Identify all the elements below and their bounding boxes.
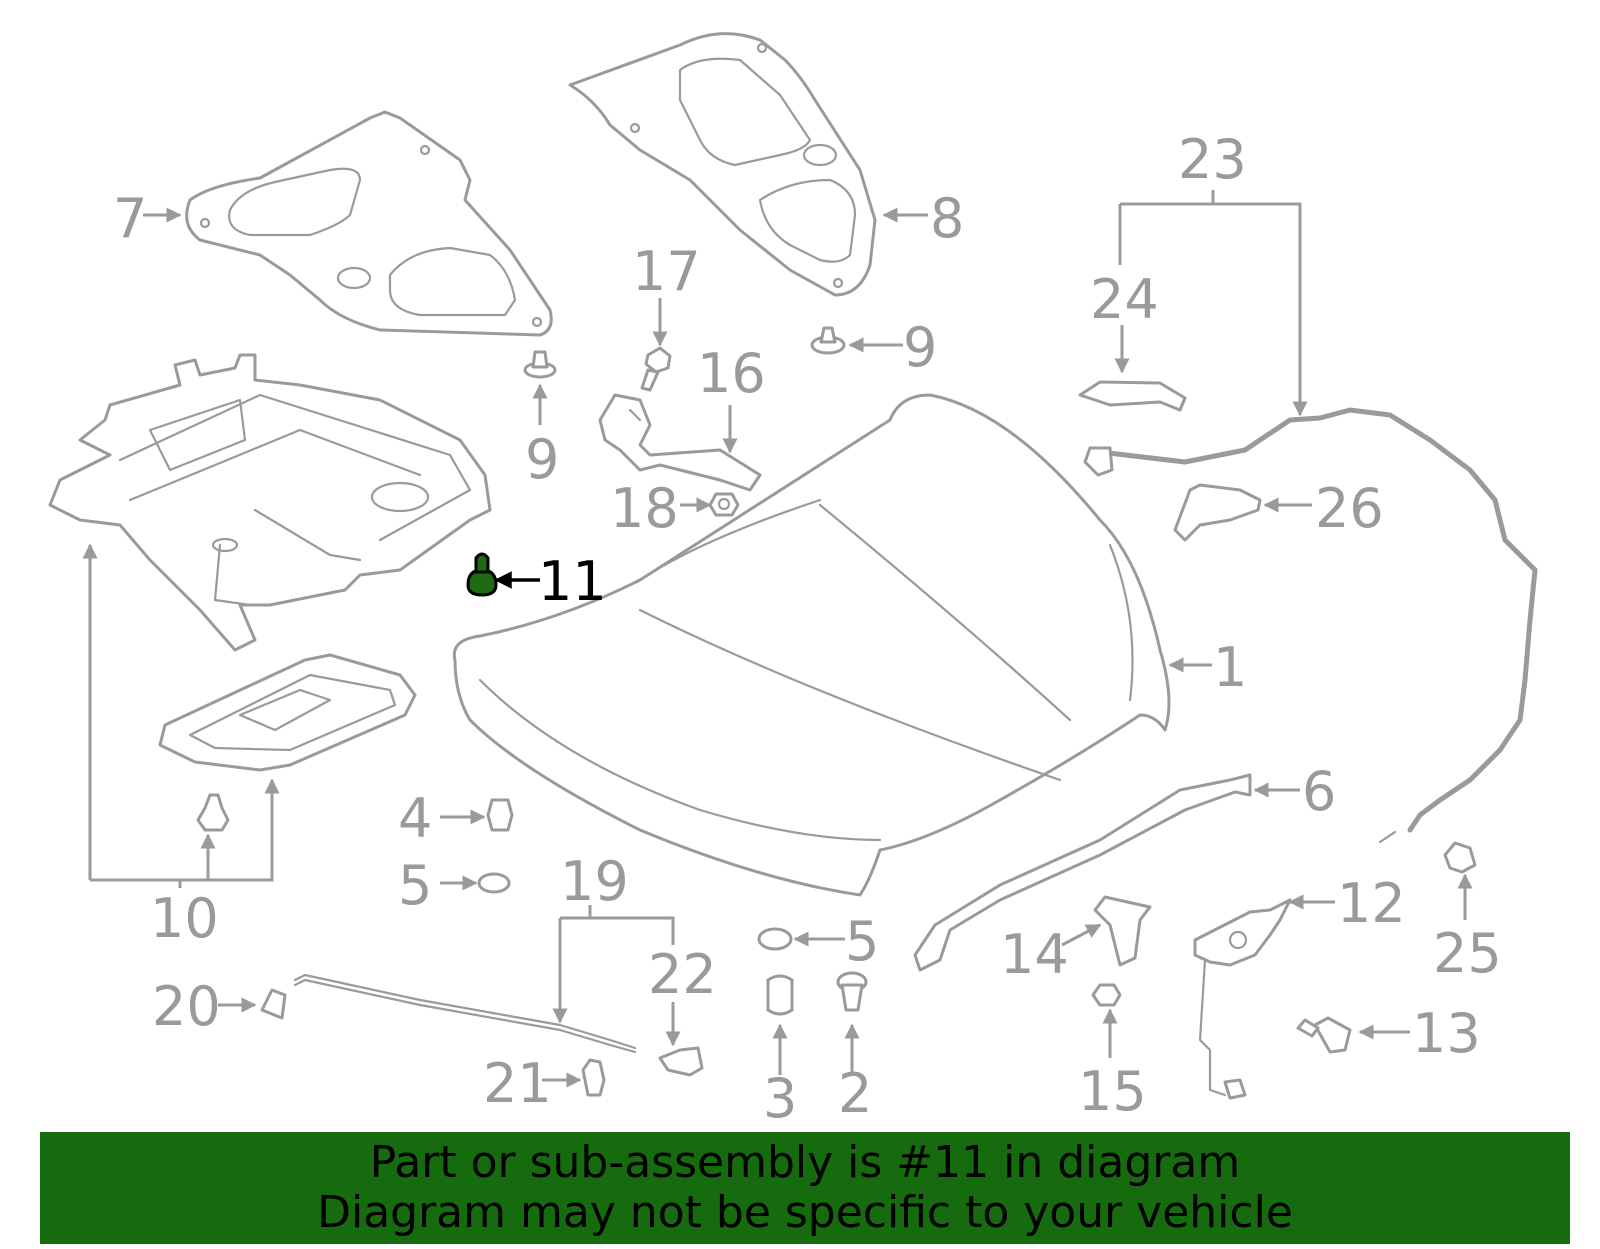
callout-19: 19 [560, 850, 629, 913]
nut-part-18 [708, 492, 740, 517]
callout-7: 7 [113, 187, 147, 250]
bracket-part-14 [1093, 895, 1152, 967]
bolt-part-13 [1296, 1016, 1352, 1054]
clip-part-9b [810, 326, 846, 355]
bumper-part-4 [486, 798, 514, 832]
clip-part-21 [581, 1058, 606, 1097]
banner-line-1: Part or sub-assembly is #11 in diagram [369, 1137, 1241, 1188]
splash-shield-upper [48, 353, 492, 652]
bolt-part-17 [640, 346, 672, 392]
callout-11: 11 [538, 550, 607, 613]
callout-9a: 9 [525, 428, 559, 491]
bumper-part-2 [836, 971, 868, 1012]
callout-23: 23 [1178, 128, 1247, 191]
callout-22: 22 [648, 943, 717, 1006]
callout-25: 25 [1433, 922, 1502, 985]
latch-part-12 [1193, 898, 1292, 1100]
callout-12: 12 [1337, 872, 1406, 935]
prop-rod-part-19 [293, 973, 637, 1054]
seal-part-6 [913, 773, 1252, 972]
callout-26: 26 [1315, 477, 1384, 540]
bracket-part-26 [1173, 483, 1262, 542]
nut-part-15 [1091, 983, 1122, 1007]
grommet-part-20 [260, 988, 287, 1020]
callout-3: 3 [763, 1067, 797, 1130]
insulator-part-8 [568, 32, 877, 297]
clip-part-25 [1443, 841, 1477, 874]
callout-4: 4 [398, 787, 432, 850]
callout-1: 1 [1213, 636, 1247, 699]
insulator-part-7 [185, 110, 553, 337]
callout-18: 18 [610, 477, 679, 540]
hood-part [452, 393, 1171, 897]
highlighted-bolt-part-11[interactable] [466, 552, 498, 597]
callout-5a: 5 [398, 854, 432, 917]
callout-13: 13 [1412, 1002, 1481, 1065]
callout-10: 10 [150, 887, 219, 950]
callout-20: 20 [152, 975, 221, 1038]
callout-21: 21 [483, 1052, 552, 1115]
hinge-part-16 [598, 393, 762, 492]
callout-8: 8 [930, 187, 964, 250]
leader-lines [82, 190, 1473, 1088]
callout-6: 6 [1302, 760, 1336, 823]
clip-part-22 [658, 1046, 704, 1077]
splash-shield-lower [158, 653, 417, 772]
callout-16: 16 [697, 342, 766, 405]
banner-line-2: Diagram may not be specific to your vehi… [317, 1187, 1293, 1238]
bumper-part-3 [766, 974, 794, 1016]
callout-5b: 5 [845, 910, 879, 973]
washer-part-5b [757, 927, 793, 951]
washer-part-5a [477, 872, 511, 894]
callout-9b: 9 [903, 316, 937, 379]
callout-17: 17 [632, 240, 701, 303]
release-cable-part-23 [1083, 407, 1538, 844]
info-banner: Part or sub-assembly is #11 in diagram D… [40, 1132, 1570, 1244]
callout-14: 14 [1000, 923, 1069, 986]
callout-labels: 1 2 3 4 5 5 6 7 8 9 9 10 11 12 13 14 15 … [113, 128, 1502, 1130]
callout-24: 24 [1090, 268, 1159, 331]
handle-part-24 [1078, 380, 1187, 412]
callout-15: 15 [1078, 1060, 1147, 1123]
callout-2: 2 [838, 1062, 872, 1125]
parts-diagram: 1 2 3 4 5 5 6 7 8 9 9 10 11 12 13 14 15 … [48, 32, 1538, 1130]
clip-part-9a [523, 350, 557, 379]
